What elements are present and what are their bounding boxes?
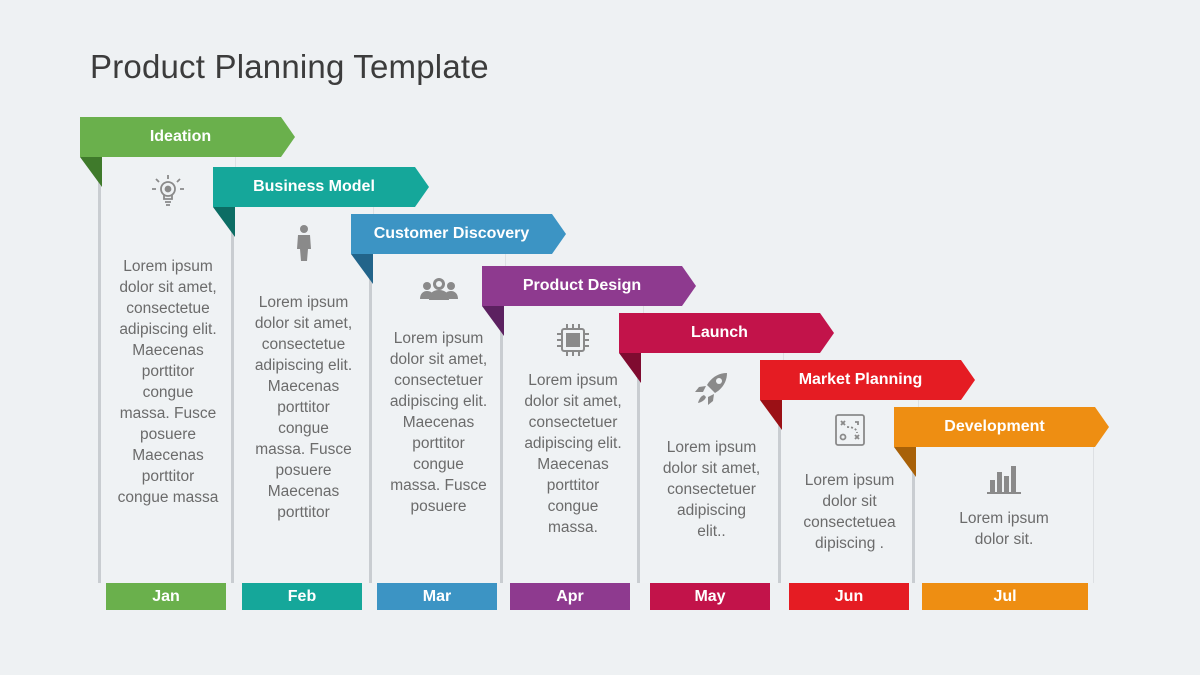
stage-tag-ideation: Ideation	[80, 117, 295, 157]
stage-panel-development: Lorem ipsum dolor sit.	[912, 447, 1093, 583]
stage-description: Lorem ipsum dolor sit amet, consectetue …	[254, 294, 353, 521]
stage-tag-product-design: Product Design	[482, 266, 696, 306]
stage-description: Lorem ipsum dolor sit consectetuea dipis…	[803, 472, 896, 552]
month-label: Jul	[922, 583, 1088, 610]
stage-tag-customer-discovery: Customer Discovery	[351, 214, 566, 254]
stage-tag-market-planning: Market Planning	[760, 360, 975, 400]
month-label: Jan	[106, 583, 226, 610]
stage-title: Product Design	[522, 277, 642, 294]
month-label: Feb	[242, 583, 362, 610]
strategy-board-icon	[830, 410, 870, 450]
stage-description: Lorem ipsum dolor sit amet, consectetuer…	[524, 372, 622, 536]
stage-panel-ideation: Lorem ipsum dolor sit amet, consectetue …	[98, 157, 235, 583]
stage-panel-product-design: Lorem ipsum dolor sit amet, consectetuer…	[500, 306, 643, 583]
stage-panel-launch: Lorem ipsum dolor sit amet, consectetuer…	[637, 353, 783, 583]
stage-description: Lorem ipsum dolor sit amet, consectetue …	[117, 258, 219, 506]
stage-description: Lorem ipsum dolor sit amet, consectetuer…	[389, 330, 488, 515]
stage-tag-development: Development	[894, 407, 1109, 447]
stage-title: Ideation	[149, 128, 212, 145]
stage-title: Development	[944, 418, 1045, 435]
month-label: Jun	[789, 583, 909, 610]
chip-icon	[553, 320, 593, 360]
month-label: May	[650, 583, 770, 610]
user-group-icon	[419, 268, 459, 308]
stage-description: Lorem ipsum dolor sit amet, consectetuer…	[662, 439, 761, 540]
stage-title: Launch	[691, 324, 748, 341]
lightbulb-icon	[148, 172, 188, 212]
stage-tag-launch: Launch	[619, 313, 834, 353]
month-label: Mar	[377, 583, 497, 610]
rocket-icon	[692, 368, 732, 408]
page-title: Product Planning Template	[90, 48, 489, 85]
person-icon	[284, 223, 324, 263]
stage-title: Market Planning	[798, 371, 923, 388]
stage-panel-business-model: Lorem ipsum dolor sit amet, consectetue …	[231, 207, 373, 583]
month-label: Apr	[510, 583, 630, 610]
stage-description: Lorem ipsum dolor sit.	[959, 510, 1049, 548]
stage-title: Business Model	[253, 178, 375, 195]
stage-tag-business-model: Business Model	[213, 167, 429, 207]
stage-panel-customer-discovery: Lorem ipsum dolor sit amet, consectetuer…	[369, 254, 505, 583]
stage-title: Customer Discovery	[373, 225, 530, 242]
bar-chart-icon	[984, 458, 1024, 498]
